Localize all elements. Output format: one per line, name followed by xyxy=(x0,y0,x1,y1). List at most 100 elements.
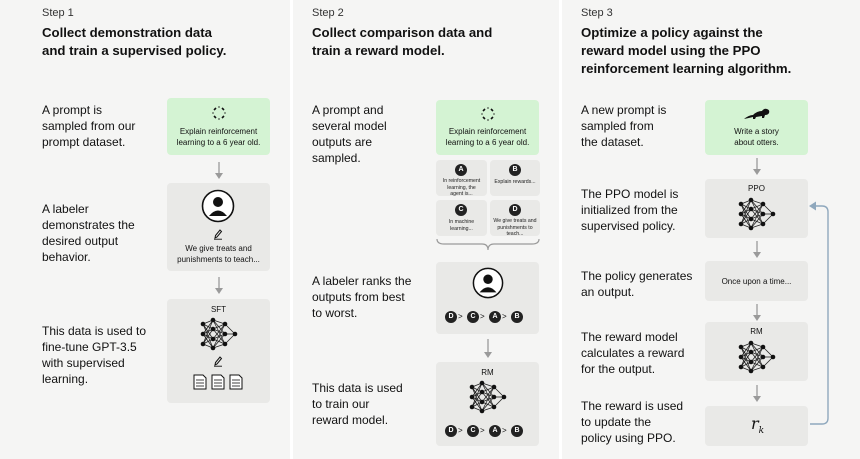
step3-title-line: Optimize a policy against the xyxy=(581,25,763,40)
output-letter-badge: D xyxy=(509,204,521,216)
arrow-down-icon xyxy=(484,339,492,358)
step1-demo-text: We give treats and punishments to teach.… xyxy=(167,243,270,265)
desc-line: with supervised xyxy=(42,356,125,370)
prompt-line: Explain reinforcement xyxy=(179,127,258,136)
output-line: In reinforcement xyxy=(442,178,481,184)
step2-title-line: train a reward model. xyxy=(312,43,445,58)
pencil-icon xyxy=(214,356,223,367)
prompt-line: about otters. xyxy=(734,138,779,147)
prompt-line: Explain reinforcement xyxy=(448,127,527,136)
rank-separator: > xyxy=(480,426,485,435)
arrow-down-icon xyxy=(753,158,761,175)
desc-line: sampled from our xyxy=(42,119,136,133)
rank-badge: B xyxy=(511,311,523,323)
desc-line: The policy generates xyxy=(581,269,693,283)
step3-title-line: reinforcement learning algorithm. xyxy=(581,61,792,76)
step3-title: Optimize a policy against the reward mod… xyxy=(581,24,791,78)
output-line: We give treats and xyxy=(493,218,537,224)
step3-prompt-text: Write a story about otters. xyxy=(705,126,808,148)
step1-label: Step 1 xyxy=(42,7,74,19)
step2-title-line: Collect comparison data and xyxy=(312,25,493,40)
desc-line: to worst. xyxy=(312,306,358,320)
desc-line: A labeler ranks the xyxy=(312,274,412,288)
desc-line: desired output xyxy=(42,234,119,248)
feedback-loop-arrow-icon xyxy=(809,201,829,425)
step3-output-box: Once upon a time... xyxy=(705,261,808,301)
step1-title-line: and train a supervised policy. xyxy=(42,43,227,58)
step2-ranking-box: D > C > A > B xyxy=(436,262,539,334)
step3-desc-ppo: The PPO model is initialized from the su… xyxy=(581,186,678,234)
arrow-down-icon xyxy=(753,241,761,258)
output-line: learning... xyxy=(450,225,473,232)
neural-network-icon xyxy=(200,317,238,351)
desc-line: sampled. xyxy=(312,151,361,165)
output-card-a: A In reinforcement learning, the agent i… xyxy=(436,160,487,198)
desc-line: demonstrates the xyxy=(42,218,135,232)
step3-rm-box: RM xyxy=(705,322,808,381)
desc-line: A prompt is xyxy=(42,103,103,117)
step3-reward-box: rk xyxy=(705,406,808,446)
desc-line: This data is used to xyxy=(42,324,147,338)
output-line: Explain rewards... xyxy=(494,179,536,185)
step2-desc-ranks: A labeler ranks the outputs from best to… xyxy=(312,273,411,321)
output-text: Explain rewards... xyxy=(490,179,540,186)
desc-line: several model xyxy=(312,119,387,133)
rank-badge: C xyxy=(467,311,479,323)
desc-line: sampled from xyxy=(581,119,654,133)
step3-desc-output: The policy generates an output. xyxy=(581,268,692,300)
step1-desc-labeler: A labeler demonstrates the desired outpu… xyxy=(42,201,135,265)
output-card-c: C In machine learning... xyxy=(436,200,487,236)
output-text: In machine learning... xyxy=(436,219,487,232)
arrow-down-icon xyxy=(753,385,761,402)
step3-desc-prompt: A new prompt is sampled from the dataset… xyxy=(581,102,666,150)
person-icon xyxy=(472,267,504,299)
output-line: In machine xyxy=(448,219,475,225)
output-line: punishments to xyxy=(497,224,533,231)
demo-line: punishments to teach... xyxy=(177,255,260,264)
step3-ppo-box: PPO xyxy=(705,179,808,238)
output-letter-badge: B xyxy=(509,164,521,176)
reward-subscript: k xyxy=(758,426,765,437)
arrow-down-icon xyxy=(753,304,761,321)
output-card-b: B Explain rewards... xyxy=(490,160,540,196)
arrow-down-icon xyxy=(215,277,223,294)
desc-line: A labeler xyxy=(42,202,89,216)
step1-title: Collect demonstration data and train a s… xyxy=(42,24,226,60)
step3-prompt-box: Write a story about otters. xyxy=(705,100,808,155)
documents-icon xyxy=(193,374,243,390)
step2-rm-box: RM D > C > A > B xyxy=(436,362,539,446)
step3-title-line: reward model using the PPO xyxy=(581,43,761,58)
rank-separator: > xyxy=(502,426,507,435)
desc-line: the dataset. xyxy=(581,135,644,149)
step1-desc-finetune: This data is used to fine-tune GPT-3.5 w… xyxy=(42,323,146,387)
ppo-label: PPO xyxy=(748,184,765,193)
otter-icon xyxy=(744,108,770,119)
pencil-icon xyxy=(214,229,223,240)
ranking-row: D > C > A > B xyxy=(445,311,531,323)
step3-label: Step 3 xyxy=(581,7,613,19)
arrow-down-icon xyxy=(215,162,223,179)
desc-line: supervised policy. xyxy=(581,219,676,233)
step1-prompt-box: Explain reinforcement learning to a 6 ye… xyxy=(167,98,270,155)
desc-line: reward model. xyxy=(312,413,389,427)
demo-line: We give treats and xyxy=(185,244,252,253)
desc-line: policy using PPO. xyxy=(581,431,676,445)
desc-line: to train our xyxy=(312,397,370,411)
desc-line: A prompt and xyxy=(312,103,384,117)
step3-desc-rm: The reward model calculates a reward for… xyxy=(581,329,684,377)
neural-network-icon xyxy=(469,380,507,414)
sft-label: SFT xyxy=(210,305,227,314)
output-letter-badge: C xyxy=(455,204,467,216)
step2-title: Collect comparison data and train a rewa… xyxy=(312,24,492,60)
ranking-row: D > C > A > B xyxy=(445,425,531,437)
rank-separator: > xyxy=(458,426,463,435)
prompt-line: learning to a 6 year old. xyxy=(176,138,261,147)
desc-line: learning. xyxy=(42,372,89,386)
output-text: Once upon a time... xyxy=(721,277,792,286)
output-text: In reinforcement learning, the agent is.… xyxy=(436,178,487,198)
step2-desc-train: This data is used to train our reward mo… xyxy=(312,380,403,428)
output-text: We give treats and punishments to teach.… xyxy=(490,218,540,238)
desc-line: The reward is used xyxy=(581,399,684,413)
output-line: teach... xyxy=(506,231,524,237)
rank-badge: D xyxy=(445,425,457,437)
